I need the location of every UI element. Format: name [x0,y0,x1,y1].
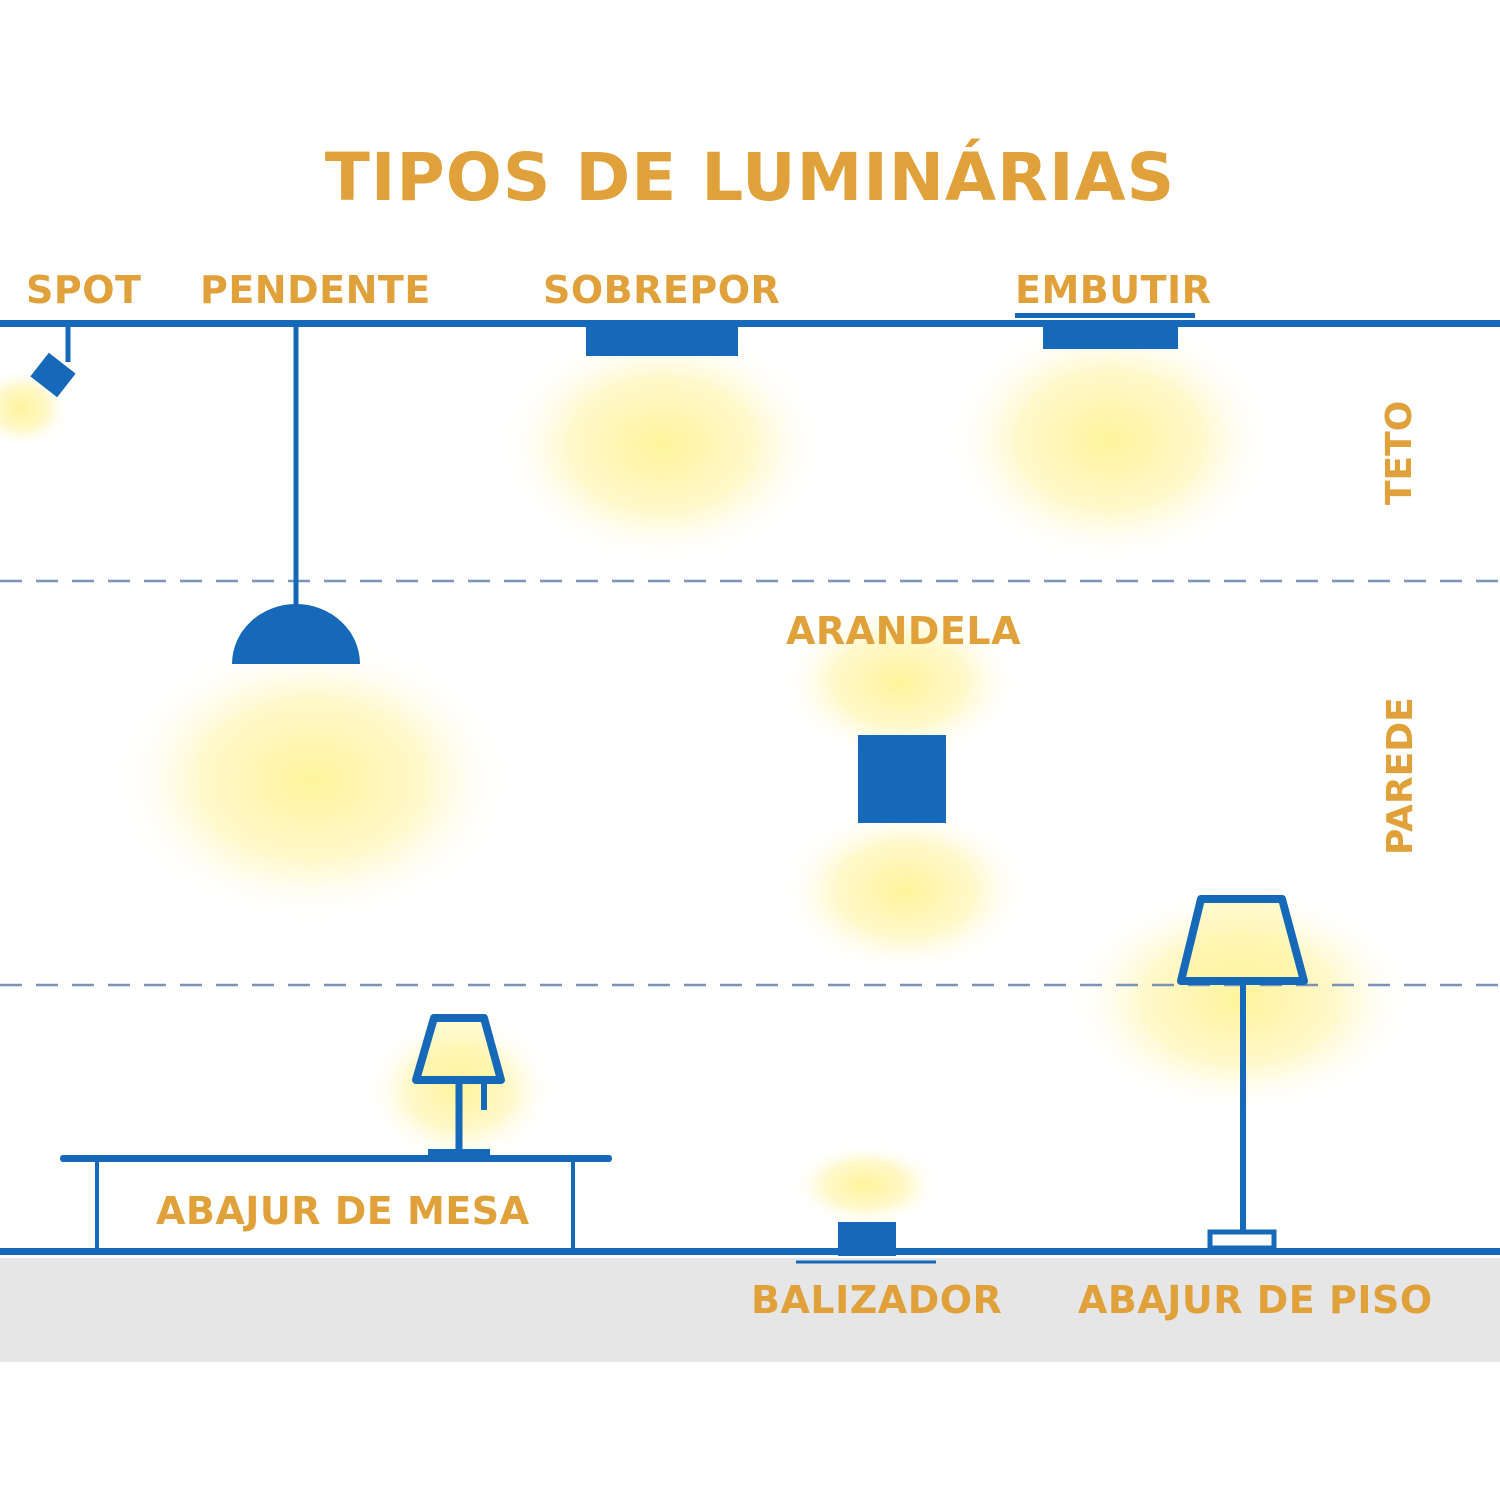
balizador-fixture [796,1222,936,1264]
label-abajur-de-mesa: ABAJUR DE MESA [156,1189,530,1233]
pendente-fixture [232,327,360,664]
table-lamp-fixture [412,1014,505,1157]
sobrepor-fixture [586,327,738,356]
balizador-glow [791,1143,941,1227]
floor-band [0,1258,1500,1362]
arandela-top-glow [780,602,1020,762]
spot-fixture [30,327,76,398]
label-abajur-de-piso: ABAJUR DE PISO [1078,1278,1433,1322]
arandela-fixture [858,735,946,823]
label-arandela: ARANDELA [786,609,1022,653]
zone-label-parede: PAREDE [1380,697,1421,855]
label-spot: SPOT [26,268,142,312]
embutir-glow [945,315,1275,565]
label-balizador: BALIZADOR [751,1278,1003,1322]
light-glows [0,315,1415,1227]
label-embutir: EMBUTIR [1015,268,1212,312]
page-title: TIPOS DE LUMINÁRIAS [324,139,1176,216]
embutir-fixture [1015,313,1195,349]
label-sobrepor: SOBREPOR [543,268,781,312]
sobrepor-glow [497,325,827,565]
zone-label-teto: TETO [1379,400,1420,505]
pendente-glow [112,635,512,925]
floor-line [0,1248,1500,1255]
floor-lamp-fixture [1177,895,1308,1251]
ceiling-line [0,320,1500,327]
label-pendente: PENDENTE [200,268,431,312]
arandela-bottom-glow [780,805,1030,975]
